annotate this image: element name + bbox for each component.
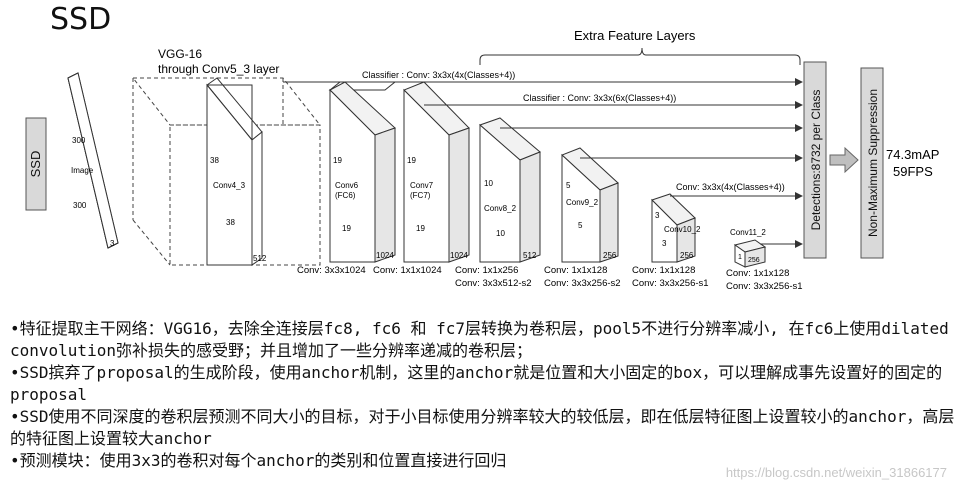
conv7-dim-top: 19 xyxy=(407,156,416,165)
ssd-input-label: SSD xyxy=(28,151,43,178)
conv7-depth: 1024 xyxy=(450,251,468,260)
conv11-block: Conv11_2 1 256 xyxy=(730,228,766,268)
conv6-depth: 1024 xyxy=(376,251,394,260)
classifier-1-label: Classifier : Conv: 3x3x(4x(Classes+4)) xyxy=(362,70,515,80)
conv6-label-2: (FC6) xyxy=(335,191,356,200)
conv11-label: Conv11_2 xyxy=(730,228,766,237)
conv10-label: Conv10_2 xyxy=(664,225,701,234)
bullet-item: •预测模块：使用3x3的卷积对每个anchor的类别和位置直接进行回归 xyxy=(10,451,507,470)
conv6-label-1: Conv6 xyxy=(335,181,359,190)
conv7-block: 19 Conv7 (FC7) 19 1024 xyxy=(403,81,470,263)
conv11-depth: 256 xyxy=(748,257,760,264)
conv4-label: Conv4_3 xyxy=(213,181,246,190)
extra-layers-bracket: Extra Feature Layers xyxy=(479,28,801,65)
image-depth: 3 xyxy=(110,239,115,248)
conv8-dim-top: 10 xyxy=(484,179,493,188)
conv-label-c10-1: Conv: 1x1x128 xyxy=(632,265,695,276)
conv10-dim-left: 3 xyxy=(662,239,667,248)
output-arrow xyxy=(829,146,859,174)
conv9-dim-top: 5 xyxy=(566,181,571,190)
bullet-item: •SSD摈弃了proposal的生成阶段，使用anchor机制，这里的ancho… xyxy=(10,363,943,404)
nms-box: Non-Maximum Suppression xyxy=(860,67,884,259)
vgg-title-line1: VGG-16 xyxy=(158,47,202,61)
bullet-item: •特征提取主干网络：VGG16，去除全连接层fc8, fc6 和 fc7层转换为… xyxy=(10,319,949,360)
conv6-dim-left: 19 xyxy=(342,224,351,233)
image-block: 300 Image 300 3 xyxy=(67,72,119,249)
conv4-depth: 512 xyxy=(253,254,267,263)
classifier-arrows: Classifier : Conv: 3x3x(4x(Classes+4)) C… xyxy=(283,70,803,248)
watermark: https://blog.csdn.net/weixin_31866177 xyxy=(725,465,947,480)
conv9-dim-left: 5 xyxy=(578,221,583,230)
vgg-title-line2: through Conv5_3 layer xyxy=(158,62,279,76)
classifier-3-label: Conv: 3x3x(4x(Classes+4)) xyxy=(676,182,785,192)
conv-label-c9-2: Conv: 3x3x256-s2 xyxy=(544,278,621,289)
ssd-input-box: SSD xyxy=(25,117,47,211)
conv-labels: Conv: 3x3x1024 Conv: 1x1x1024 Conv: 1x1x… xyxy=(297,265,803,292)
conv9-block: 5 Conv9_2 5 256 xyxy=(561,147,619,263)
conv-label-c8-2: Conv: 3x3x512-s2 xyxy=(455,278,532,289)
extra-layers-label: Extra Feature Layers xyxy=(574,28,696,43)
conv10-depth: 256 xyxy=(680,251,694,260)
conv8-dim-left: 10 xyxy=(496,229,505,238)
detections-box: Detections:8732 per Class xyxy=(803,61,827,259)
fps-metric: 59FPS xyxy=(893,164,933,179)
page-title: SSD xyxy=(50,2,112,37)
ssd-architecture-diagram: SSD 300 Image 300 3 VGG-16 through Conv5… xyxy=(25,28,939,292)
conv-label-c8-1: Conv: 1x1x256 xyxy=(455,265,518,276)
conv9-depth: 256 xyxy=(603,251,617,260)
conv11-dim-left: 1 xyxy=(738,254,742,261)
map-metric: 74.3mAP xyxy=(886,147,939,162)
conv4-dim-top: 38 xyxy=(210,156,219,165)
image-label: Image xyxy=(71,166,94,175)
conv-label-c9-1: Conv: 1x1x128 xyxy=(544,265,607,276)
conv4-block: 38 Conv4_3 38 512 xyxy=(206,77,267,266)
image-dim-left: 300 xyxy=(73,201,87,210)
conv4-dim-left: 38 xyxy=(226,218,235,227)
conv8-label: Conv8_2 xyxy=(484,204,517,213)
conv7-dim-left: 19 xyxy=(416,224,425,233)
conv-label-c11-2: Conv: 3x3x256-s1 xyxy=(726,281,803,292)
conv6-block: 19 Conv6 (FC6) 19 1024 xyxy=(328,81,397,263)
image-dim-top: 300 xyxy=(72,136,86,145)
classifier-2-label: Classifier : Conv: 3x3x(6x(Classes+4)) xyxy=(523,93,676,103)
conv7-label-2: (FC7) xyxy=(410,191,431,200)
conv6-dim-top: 19 xyxy=(333,156,342,165)
bullet-item: •SSD使用不同深度的卷积层预测不同大小的目标，对于小目标使用分辨率较大的较低层… xyxy=(10,407,955,448)
conv-label-c6: Conv: 3x3x1024 xyxy=(297,265,366,276)
conv8-depth: 512 xyxy=(523,251,537,260)
conv10-dim-top: 3 xyxy=(655,211,660,220)
nms-label: Non-Maximum Suppression xyxy=(866,89,880,237)
conv-label-c11-1: Conv: 1x1x128 xyxy=(726,268,789,279)
bullet-list: •特征提取主干网络：VGG16，去除全连接层fc8, fc6 和 fc7层转换为… xyxy=(10,318,955,472)
conv8-block: 10 Conv8_2 10 512 xyxy=(479,117,541,263)
conv7-label-1: Conv7 xyxy=(410,181,434,190)
detections-label: Detections:8732 per Class xyxy=(809,90,823,231)
conv-label-c7: Conv: 1x1x1024 xyxy=(373,265,442,276)
conv10-block: 3 Conv10_2 3 256 xyxy=(651,193,701,263)
conv-label-c10-2: Conv: 3x3x256-s1 xyxy=(632,278,709,289)
conv9-label: Conv9_2 xyxy=(566,198,599,207)
